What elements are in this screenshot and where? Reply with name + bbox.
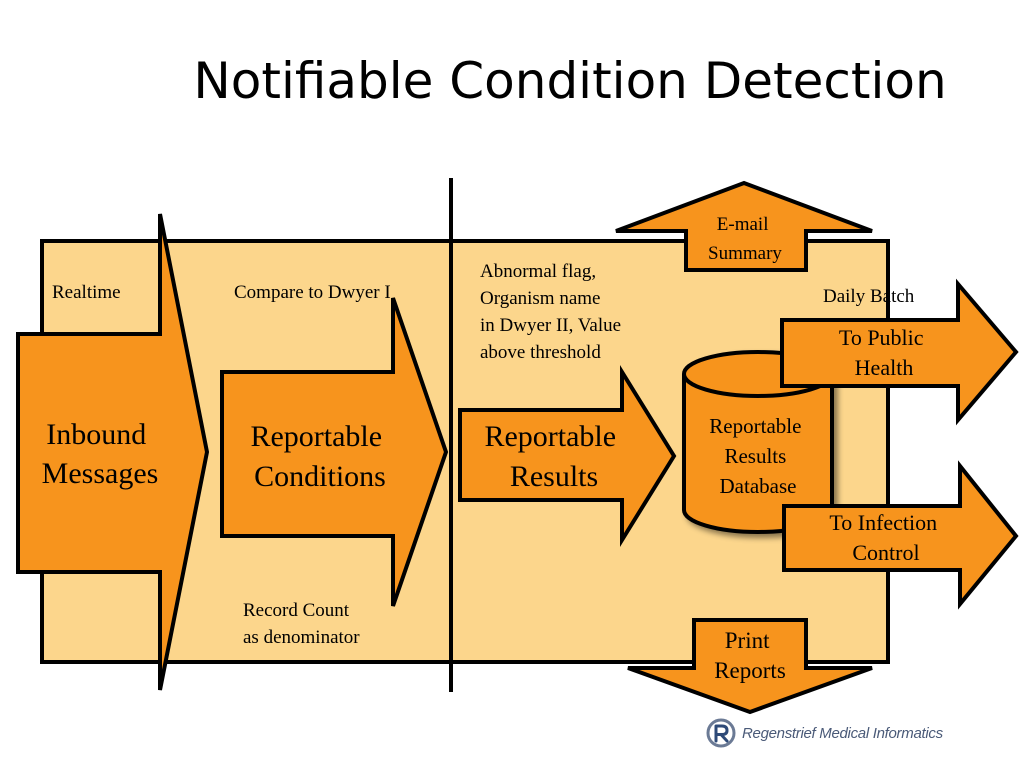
- results-database-label: Reportable Results Database: [709, 414, 806, 498]
- to-infection-control-arrow: [782, 460, 1019, 610]
- email-line-1: E-mail: [717, 214, 769, 235]
- email-summary-arrow: [615, 180, 873, 272]
- public-health-line-2: Health: [855, 355, 914, 380]
- print-reports-label: Print Reports: [714, 628, 786, 683]
- abnormal-flag-label: Abnormal flag, Organism name in Dwyer II…: [480, 261, 626, 363]
- record-count-line-2: as denominator: [243, 627, 360, 648]
- email-summary-label: E-mail Summary: [708, 214, 782, 264]
- to-public-health-arrow: [780, 278, 1019, 426]
- compare-dwyer-label: Compare to Dwyer I: [234, 282, 391, 303]
- results-line-2: Results: [510, 460, 598, 493]
- reportable-conditions-label: Reportable Conditions: [250, 420, 389, 493]
- inbound-line-2: Messages: [42, 457, 159, 490]
- regenstrief-logo-icon: [706, 718, 736, 748]
- slide-title: Notifiable Condition Detection: [193, 52, 947, 110]
- record-count-line-1: Record Count: [243, 600, 350, 621]
- record-count-label: Record Count as denominator: [243, 600, 360, 648]
- reportable-results-label: Reportable Results: [484, 420, 623, 493]
- infection-line-1: To Infection: [829, 510, 937, 535]
- conditions-line-1: Reportable: [250, 420, 382, 453]
- database-line-1: Reportable: [709, 414, 801, 438]
- database-line-2: Results: [724, 444, 786, 468]
- daily-batch-label: Daily Batch: [823, 286, 915, 307]
- conditions-line-2: Conditions: [254, 460, 386, 493]
- abnormal-line-3: in Dwyer II, Value: [480, 315, 621, 336]
- inbound-messages-arrow: [16, 213, 210, 691]
- public-health-line-1: To Public: [839, 325, 924, 350]
- inbound-line-1: Inbound: [46, 418, 146, 451]
- abnormal-line-4: above threshold: [480, 342, 601, 363]
- regenstrief-logo-text: Regenstrief Medical Informatics: [742, 724, 943, 742]
- print-line-2: Reports: [714, 658, 786, 683]
- abnormal-line-1: Abnormal flag,: [480, 261, 596, 282]
- print-reports-arrow: [627, 618, 873, 715]
- database-line-3: Database: [720, 474, 797, 498]
- to-public-health-label: To Public Health: [839, 325, 929, 380]
- print-line-1: Print: [725, 628, 770, 653]
- reportable-conditions-arrow: [220, 297, 449, 607]
- infection-line-2: Control: [852, 540, 919, 565]
- inbound-messages-label: Inbound Messages: [42, 418, 159, 490]
- reportable-results-arrow: [458, 364, 677, 548]
- realtime-label: Realtime: [52, 282, 121, 303]
- email-line-2: Summary: [708, 243, 782, 264]
- regenstrief-logo: Regenstrief Medical Informatics: [706, 716, 986, 750]
- results-line-1: Reportable: [484, 420, 616, 453]
- to-infection-control-label: To Infection Control: [829, 510, 942, 565]
- abnormal-line-2: Organism name: [480, 288, 601, 309]
